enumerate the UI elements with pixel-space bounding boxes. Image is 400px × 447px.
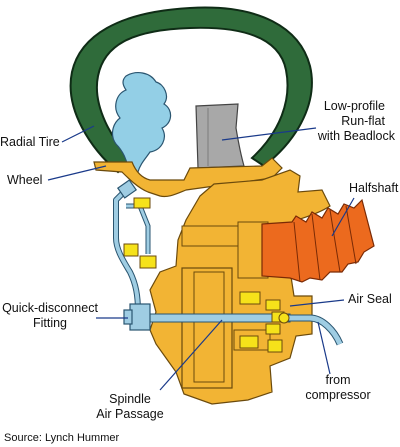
halfshaft-rib-4 bbox=[345, 205, 357, 265]
fitting-mid-2 bbox=[139, 255, 157, 269]
label-quick-disconnect-line1: Quick-disconnect bbox=[2, 301, 98, 315]
label-air-seal: Air Seal bbox=[348, 292, 392, 306]
label-quick-disconnect-line2: Fitting bbox=[33, 316, 67, 330]
leader-compressor bbox=[317, 321, 331, 375]
fitting-upper bbox=[133, 197, 151, 209]
fitting-lower-1 bbox=[239, 335, 259, 349]
fitting-mid-1 bbox=[123, 243, 139, 257]
upper-bearing-block bbox=[181, 225, 241, 247]
leader-spindle bbox=[159, 319, 223, 391]
label-compressor-line2: compressor bbox=[305, 388, 370, 402]
rim-valve bbox=[116, 179, 138, 199]
leader-radial-tire bbox=[61, 125, 95, 143]
halfshaft-rib-2 bbox=[311, 213, 321, 281]
compressor-line bbox=[288, 315, 343, 346]
halfshaft-rib-1 bbox=[293, 221, 301, 283]
radial-tire bbox=[69, 6, 313, 174]
label-runflat-line3: with Beadlock bbox=[317, 129, 396, 143]
label-radial-tire: Radial Tire bbox=[0, 135, 60, 149]
leader-wheel bbox=[47, 165, 107, 181]
fitting-air-seal-1 bbox=[265, 299, 281, 311]
hub-knuckle-body bbox=[149, 169, 331, 405]
wheel-rim bbox=[93, 157, 283, 198]
tire-air-bladder bbox=[111, 72, 172, 173]
spindle-air-passage bbox=[149, 313, 291, 323]
label-compressor-line1: from bbox=[326, 373, 351, 387]
air-line-branch-fill bbox=[126, 204, 150, 254]
label-runflat-line2: Run-flat bbox=[341, 114, 385, 128]
runflat-insert bbox=[195, 103, 245, 169]
leader-runflat bbox=[221, 127, 317, 141]
hub-bore-inner bbox=[193, 271, 225, 383]
air-seal-ring bbox=[278, 312, 290, 324]
label-runflat-line1: Low-profile bbox=[324, 99, 385, 113]
fitting-air-seal-3 bbox=[265, 323, 281, 335]
fitting-lower-2 bbox=[267, 339, 283, 353]
label-halfshaft: Halfshaft bbox=[349, 181, 399, 195]
quick-disconnect-cap bbox=[123, 309, 133, 325]
halfshaft-boot bbox=[261, 198, 375, 283]
label-spindle-line1: Spindle bbox=[109, 392, 151, 406]
air-line-upper-fill bbox=[114, 188, 140, 313]
halfshaft-rib-3 bbox=[329, 209, 341, 273]
leader-air-seal bbox=[289, 299, 345, 307]
label-spindle-line2: Air Passage bbox=[96, 407, 163, 421]
fitting-air-seal-top bbox=[239, 291, 261, 305]
leader-halfshaft bbox=[331, 197, 355, 237]
source-credit: Source: Lynch Hummer bbox=[4, 432, 119, 444]
label-wheel: Wheel bbox=[7, 173, 42, 187]
quick-disconnect-body bbox=[129, 303, 151, 331]
